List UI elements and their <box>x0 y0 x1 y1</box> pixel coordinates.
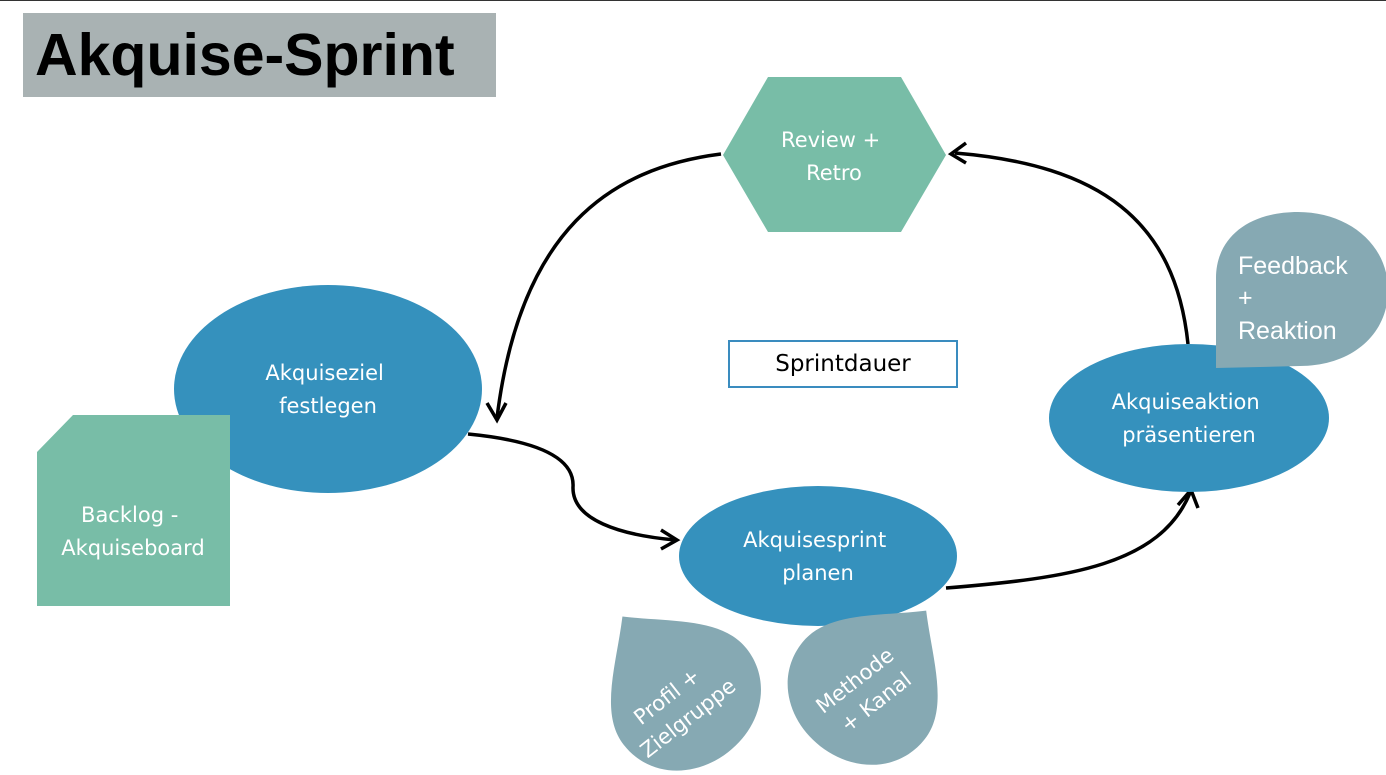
akquiseaktion-label: Akquiseaktion präsentieren <box>1112 390 1267 447</box>
akquiseziel-ellipse <box>174 285 482 493</box>
review-retro-label: Review + Retro <box>781 128 887 185</box>
feedback-teardrop <box>1216 212 1386 368</box>
sprintdauer-box: Sprintdauer <box>728 340 958 388</box>
akquisesprint-label: Akquisesprint planen <box>743 528 893 585</box>
akquiseziel-label: Akquiseziel festlegen <box>265 361 390 418</box>
arrow-aktion-to-review <box>954 151 1190 345</box>
backlog-card <box>37 415 230 606</box>
title-banner: Akquise-Sprint <box>23 13 496 97</box>
akquisesprint-ellipse <box>679 486 957 626</box>
feedback-label: Feedback + Reaktion <box>1238 252 1355 345</box>
arrow-review-to-ziel <box>495 152 722 419</box>
sprintdauer-label: Sprintdauer <box>775 351 911 377</box>
arrowhead-review <box>947 141 968 165</box>
akquiseaktion-ellipse <box>1049 344 1329 492</box>
arrowhead-planen <box>660 528 681 551</box>
page-title: Akquise-Sprint <box>35 22 455 88</box>
backlog-label: Backlog - Akquiseboard <box>61 503 205 560</box>
methode-teardrop <box>787 610 938 765</box>
arrow-planen-to-aktion <box>945 492 1192 590</box>
arrowhead-ziel <box>485 402 508 424</box>
top-border-line <box>0 0 1386 1</box>
review-retro-hexagon <box>723 77 946 232</box>
profil-teardrop <box>611 616 761 771</box>
arrow-ziel-to-planen <box>467 432 676 542</box>
